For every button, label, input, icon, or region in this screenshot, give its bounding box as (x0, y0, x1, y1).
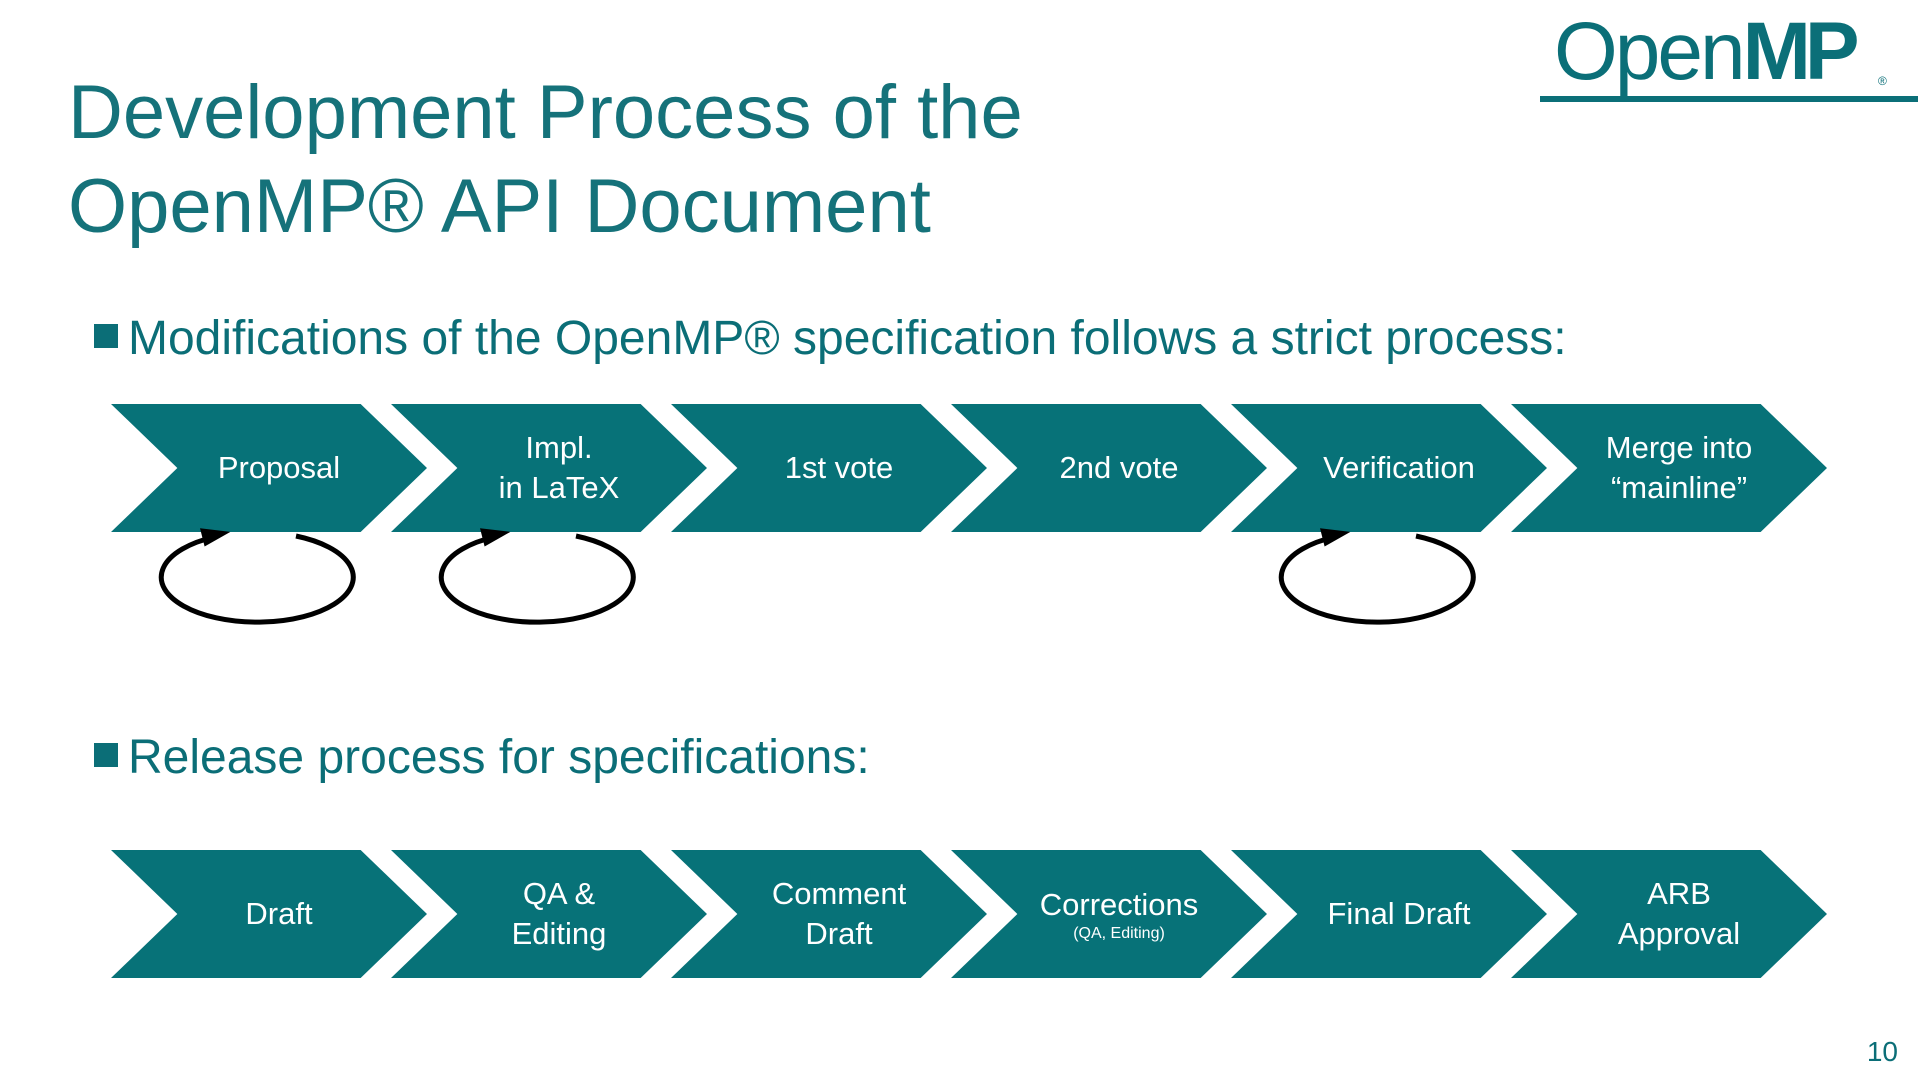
modification-step-label: 1st vote (784, 450, 894, 485)
slide-title-line-1: Development Process of the (68, 70, 1023, 155)
release-step-label: Draft (245, 896, 313, 931)
modification-step: Verification (1231, 404, 1547, 532)
release-step: Final Draft (1231, 850, 1547, 978)
release-step: QA & Editing (391, 850, 707, 978)
modification-step-label: 2nd vote (1059, 450, 1179, 485)
logo-registered-mark: ® (1878, 74, 1887, 88)
loop-arrow-icon (1278, 528, 1476, 625)
release-step-label: ARB Approval (1617, 876, 1741, 951)
logo-text-light: Open (1554, 6, 1746, 97)
release-step-label: QA & Editing (511, 876, 607, 951)
release-step: ARB Approval (1511, 850, 1827, 978)
bullet-modifications: Modifications of the OpenMP® specificati… (94, 309, 1567, 369)
bullet-square-icon (94, 324, 118, 348)
modification-step: Proposal (111, 404, 427, 532)
release-step-label: Final Draft (1327, 896, 1471, 931)
slide-title: Development Process of the OpenMP® API D… (68, 66, 1023, 254)
release-step: Corrections (QA, Editing) (951, 850, 1267, 978)
loop-arrow-icon (158, 528, 356, 625)
bullet-release: Release process for specifications: (94, 728, 870, 788)
release-step: Comment Draft (671, 850, 987, 978)
logo-text: OpenMP (1554, 2, 1860, 102)
slide-title-line-2: OpenMP® API Document (68, 164, 931, 249)
modification-step-label: Merge into “mainline” (1605, 430, 1753, 505)
logo-underline (1540, 96, 1918, 102)
release-step: Draft (111, 850, 427, 978)
release-step-label: Corrections (1039, 887, 1199, 922)
release-step-sublabel: (QA, Editing) (1073, 925, 1165, 942)
release-step-label: Comment Draft (771, 876, 907, 951)
page-number: 10 (1866, 1036, 1898, 1067)
openmp-logo: OpenMP ® (1540, 6, 1918, 108)
logo-text-bold: MP (1742, 6, 1860, 97)
modification-step-label: Impl. in LaTeX (498, 430, 620, 505)
bullet-modifications-text: Modifications of the OpenMP® specificati… (128, 312, 1567, 365)
loop-arrow-icon (438, 528, 636, 625)
bullet-release-text: Release process for specifications: (128, 731, 870, 784)
modification-step-label: Proposal (217, 450, 341, 485)
modification-step-label: Verification (1323, 450, 1475, 485)
bullet-square-icon (94, 743, 118, 767)
